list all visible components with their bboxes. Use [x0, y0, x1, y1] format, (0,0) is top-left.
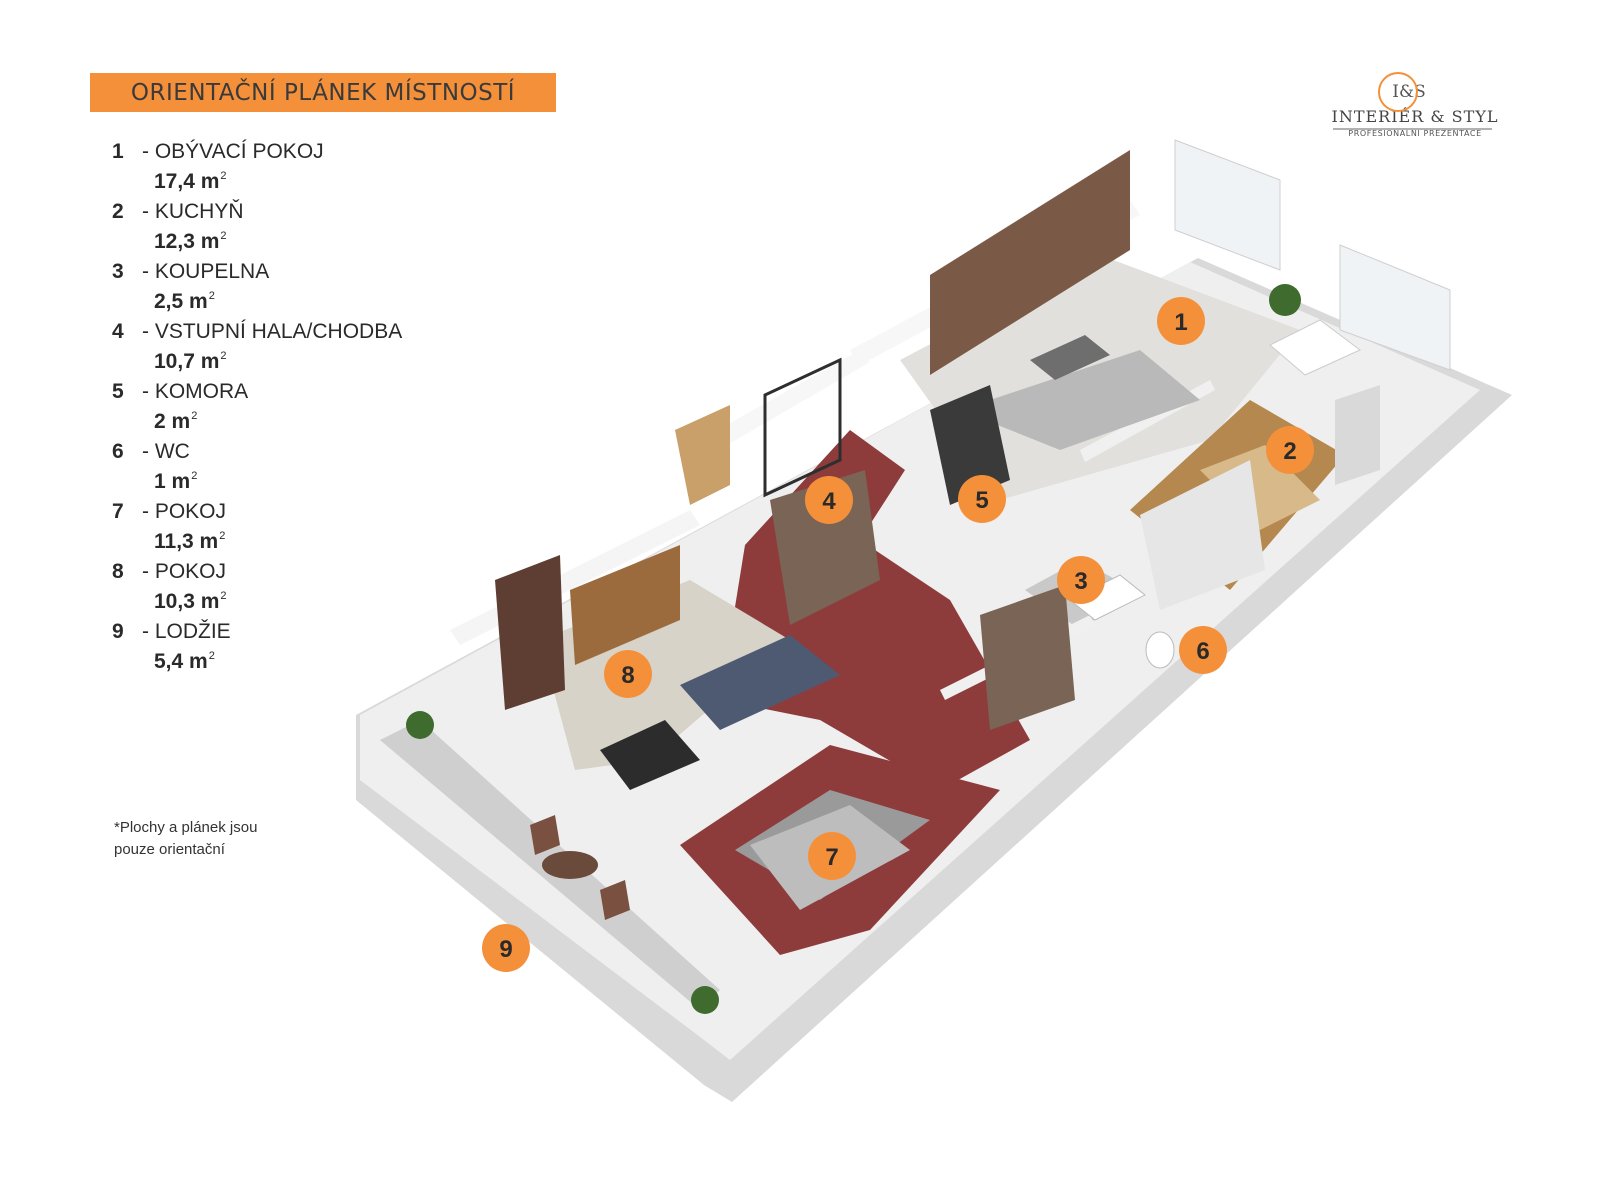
title-banner: ORIENTAČNÍ PLÁNEK MÍSTNOSTÍ: [90, 73, 556, 112]
area-exponent: 2: [208, 650, 215, 662]
legend-room-name: - OBÝVACÍ POKOJ: [142, 140, 324, 163]
room-marker-1: 1: [1157, 297, 1205, 345]
area-exponent: 2: [208, 290, 215, 302]
loggia-table: [542, 851, 598, 879]
legend-number: 9: [112, 620, 124, 643]
svg-text:4: 4: [822, 488, 836, 515]
legend-room-area: 11,3 m: [154, 530, 219, 553]
room-8-bed: [680, 635, 840, 730]
legend-room-area: 10,3 m: [154, 590, 220, 613]
hall-shoe-rack: [763, 357, 842, 498]
loggia-chair: [600, 880, 630, 920]
svg-text:5: 5: [975, 487, 988, 514]
legend-room-area: 2 m: [154, 410, 191, 433]
hall-wardrobe: [770, 470, 880, 625]
sofa: [960, 350, 1200, 450]
svg-text:6: 6: [1196, 638, 1209, 665]
logo-monogram: I&S: [1392, 82, 1426, 102]
toilet: [1145, 631, 1175, 669]
area-exponent: 2: [219, 530, 226, 542]
legend-room-area: 1 m: [154, 470, 191, 493]
legend-room-area: 2,5 m: [154, 290, 208, 313]
svg-text:7: 7: [825, 844, 838, 871]
logo-tagline: PROFESIONÁLNÍ PREZENTACE: [1348, 129, 1482, 138]
legend-room-name: - LODŽIE: [142, 620, 231, 643]
legend-room-name: - VSTUPNÍ HALA/CHODBA: [142, 320, 403, 343]
room-marker-9: 9: [482, 924, 530, 972]
fridge: [1335, 385, 1380, 485]
svg-text:2: 2: [1283, 438, 1296, 465]
legend-number: 8: [112, 560, 124, 583]
room-8-dresser: [570, 545, 680, 665]
note-line: pouze orientační: [114, 841, 225, 858]
legend-number: 1: [112, 140, 124, 163]
room-marker-7: 7: [808, 832, 856, 880]
legend-number: 5: [112, 380, 124, 403]
wall: [700, 350, 870, 455]
area-exponent: 2: [220, 590, 227, 602]
legend-room-area: 12,3 m: [154, 230, 220, 253]
area-exponent: 2: [191, 470, 198, 482]
living-room-bookshelf: [930, 150, 1130, 375]
living-room-window: [1174, 139, 1281, 271]
dining-table: [1269, 319, 1361, 376]
disclaimer-note: *Plochy a plánek jsou pouze orientační: [114, 817, 257, 861]
legend-room-name: - POKOJ: [142, 500, 227, 523]
room-marker-3: 3: [1057, 556, 1105, 604]
area-exponent: 2: [220, 170, 227, 182]
page-title: ORIENTAČNÍ PLÁNEK MÍSTNOSTÍ: [130, 79, 516, 106]
legend-room-area: 10,7 m: [154, 350, 220, 373]
room-marker-5: 5: [958, 475, 1006, 523]
note-line: *Plochy a plánek jsou: [114, 819, 258, 836]
room-8-desk: [600, 720, 700, 790]
entrance-door: [675, 405, 730, 505]
svg-text:3: 3: [1074, 568, 1087, 595]
brand-logo: I&S INTERIÉR & STYL PROFESIONÁLNÍ PREZEN…: [1325, 77, 1505, 147]
room-marker-4: 4: [805, 476, 853, 524]
legend-room-name: - POKOJ: [142, 560, 227, 583]
room-marker-2: 2: [1266, 426, 1314, 474]
legend-room-name: - WC: [142, 440, 190, 463]
plant-icon: [406, 711, 434, 739]
svg-text:9: 9: [499, 936, 512, 963]
legend-room-name: - KOUPELNA: [142, 260, 270, 283]
pantry-shelf: [930, 385, 1010, 505]
logo-name: INTERIÉR & STYL: [1331, 107, 1499, 126]
hall-wardrobe: [980, 585, 1075, 730]
plant-icon: [691, 986, 719, 1014]
legend-room-area: 17,4 m: [154, 170, 220, 193]
legend-number: 2: [112, 200, 124, 223]
legend-number: 7: [112, 500, 124, 523]
plant-icon: [1269, 284, 1301, 316]
loggia-chair: [530, 815, 560, 855]
legend-room-name: - KOMORA: [142, 380, 249, 403]
room-marker-8: 8: [604, 650, 652, 698]
coffee-table: [1030, 335, 1110, 380]
legend-number: 6: [112, 440, 124, 463]
area-exponent: 2: [220, 350, 227, 362]
legend-number: 3: [112, 260, 124, 283]
kitchen-counter: [1140, 460, 1265, 610]
area-exponent: 2: [191, 410, 198, 422]
kitchen-island: [1200, 445, 1320, 530]
area-exponent: 2: [220, 230, 227, 242]
svg-text:8: 8: [621, 662, 634, 689]
room-8-bookshelf: [495, 555, 565, 710]
logo-ring: [1378, 72, 1418, 112]
room-marker-6: 6: [1179, 626, 1227, 674]
kitchen-window: [1339, 244, 1451, 371]
svg-text:1: 1: [1174, 309, 1187, 336]
legend-number: 4: [112, 320, 124, 343]
legend-room-name: - KUCHYŇ: [142, 200, 244, 223]
legend-room-area: 5,4 m: [154, 650, 208, 673]
